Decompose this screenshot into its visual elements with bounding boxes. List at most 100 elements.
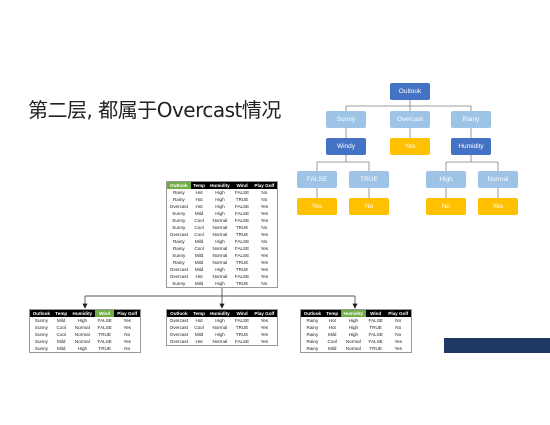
table-cell: Rainy [306, 318, 319, 323]
table-cell: Overcast [169, 318, 189, 323]
table-cell: FALSE [97, 325, 112, 330]
table-cell: No [124, 332, 131, 337]
table-cell: High [215, 267, 225, 272]
table-cell: TRUE [98, 346, 111, 351]
tree-leaf-true-no: No [349, 198, 389, 215]
column-header: Play Golf [114, 309, 141, 317]
arrowhead-rainy [352, 303, 358, 309]
table-cell: Normal [74, 332, 90, 337]
table-cell: Cool [194, 232, 204, 237]
table-cell: No [261, 197, 268, 202]
table-cell: Sunny [172, 211, 186, 216]
column-header: Temp [190, 181, 208, 189]
table-cell: Mild [194, 211, 204, 216]
table-cell: No [395, 332, 402, 337]
table-cell: FALSE [234, 218, 250, 223]
table-cell: Rainy [172, 190, 185, 195]
table-cell: FALSE [234, 190, 250, 195]
column-header: Wind [232, 309, 252, 317]
table-cell: FALSE [234, 339, 250, 344]
table-cell: Yes [260, 218, 269, 223]
table-cell: Normal [212, 253, 228, 258]
table-cell: Sunny [172, 253, 186, 258]
table-cell: Normal [345, 339, 361, 344]
table-cell: TRUE [98, 332, 111, 337]
column-header: Wind [365, 309, 386, 317]
tree-node-overcast: Overcast [390, 111, 430, 128]
table-cell: TRUE [235, 260, 249, 265]
table-cell: Yes [260, 211, 269, 216]
tree-leaf-high-no: No [426, 198, 466, 215]
table-cell: Hot [328, 318, 336, 323]
table-cell: Mild [194, 332, 204, 337]
tree-leaf-normal-yes: Yes [478, 198, 518, 215]
table-cell: Yes [260, 332, 269, 337]
tree-node-humidity: Humidity [451, 138, 491, 155]
table-cell: FALSE [368, 318, 383, 323]
table-cell: Cool [56, 325, 66, 330]
table-cell: FALSE [234, 246, 250, 251]
table-cell: FALSE [97, 318, 112, 323]
table-cell: Mild [194, 281, 204, 286]
table-cell: Hot [195, 190, 203, 195]
table-cell: Mild [194, 253, 204, 258]
table-cell: High [215, 239, 225, 244]
table-cell: TRUE [235, 332, 249, 337]
column-header: Humidity [207, 181, 233, 189]
table-cell: Sunny [172, 225, 186, 230]
table-cell: FALSE [368, 332, 383, 337]
tree-node-sunny: Sunny [326, 111, 366, 128]
table-cell: Hot [195, 318, 203, 323]
column-header: Temp [190, 309, 208, 317]
arrowhead-overcast [219, 303, 225, 309]
table-cell: TRUE [369, 346, 382, 351]
table-cell: Rainy [306, 332, 319, 337]
table-cell: No [124, 346, 131, 351]
table-cell: Mild [194, 260, 204, 265]
table-cell: Sunny [34, 318, 48, 323]
tree-node-high: High [426, 171, 466, 188]
table-cell: Yes [260, 325, 269, 330]
table-cell: Hot [195, 197, 203, 202]
table-cell: Cool [56, 332, 66, 337]
table-cell: High [215, 190, 225, 195]
table-cell: Hot [195, 274, 203, 279]
tree-node-windy: Windy [326, 138, 366, 155]
table-cell: Normal [212, 246, 228, 251]
table-cell: High [348, 318, 359, 323]
table-cell: TRUE [235, 281, 249, 286]
column-header: Play Golf [251, 181, 278, 189]
table-cell: FALSE [368, 339, 383, 344]
table-cell: Yes [260, 260, 269, 265]
table-cell: No [395, 325, 402, 330]
column-header: Temp [323, 309, 341, 317]
table-cell: High [215, 197, 225, 202]
table-cell: High [215, 204, 225, 209]
table-cell: Normal [212, 260, 228, 265]
table-cell: Yes [260, 253, 269, 258]
table-cell: Normal [212, 232, 228, 237]
table-cell: TRUE [369, 325, 382, 330]
table-cell: TRUE [235, 232, 249, 237]
